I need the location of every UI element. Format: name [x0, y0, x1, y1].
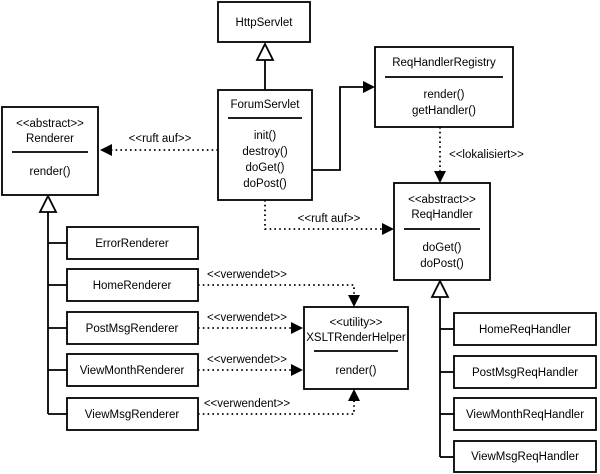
lokalisiert-connector	[434, 127, 446, 183]
lokalisiert-label: <<lokalisiert>>	[449, 149, 524, 161]
arrow-head-icon	[363, 81, 375, 93]
inheritance-triangle-icon	[430, 278, 450, 298]
method: render()	[424, 89, 465, 101]
forum-servlet-extends-http-servlet	[255, 41, 275, 90]
stereotype: <<abstract>>	[408, 194, 476, 206]
class-post-msg-renderer: PostMsgRenderer	[66, 311, 199, 345]
class-home-req-handler: HomeReqHandler	[453, 312, 597, 346]
forum-servlet-uses-registry-connector	[312, 81, 375, 171]
class-view-month-req-handler: ViewMonthReqHandler	[453, 397, 597, 431]
class-name: ReqHandlerRegistry	[392, 57, 496, 69]
class-view-msg-renderer: ViewMsgRenderer	[66, 397, 199, 431]
class-name: ViewMonthReqHandler	[466, 409, 584, 421]
method: doPost()	[243, 178, 287, 190]
class-view-month-renderer: ViewMonthRenderer	[66, 353, 199, 387]
verwendet-home-connector	[198, 284, 360, 307]
verwendent-view-msg-connector	[198, 389, 360, 415]
method: init()	[254, 130, 277, 142]
arrow-head-icon	[100, 144, 112, 156]
class-http-servlet: HttpServlet	[217, 1, 311, 43]
class-name: PostMsgReqHandler	[472, 367, 578, 379]
arrow-head-icon	[434, 171, 446, 183]
method: doGet()	[423, 242, 462, 254]
class-name: ViewMsgReqHandler	[471, 451, 579, 463]
inheritance-triangle-icon	[255, 41, 275, 61]
ruft-auf-renderer-connector	[100, 144, 218, 156]
method: destroy()	[242, 146, 288, 158]
ruft-auf-renderer-label: <<ruft auf>>	[129, 133, 192, 145]
class-name: HomeRenderer	[93, 280, 172, 292]
req-handler-inheritance-tree	[430, 278, 454, 458]
inheritance-triangle-icon	[38, 193, 58, 213]
verwendent-view-msg-label: <<verwendent>>	[204, 398, 291, 410]
arrow-head-icon	[291, 364, 303, 376]
class-view-msg-req-handler: ViewMsgReqHandler	[453, 440, 597, 473]
verwendet-post-msg-connector	[198, 322, 303, 334]
class-name: ViewMonthRenderer	[80, 365, 185, 377]
class-name: PostMsgRenderer	[86, 323, 179, 335]
class-name: HomeReqHandler	[479, 324, 571, 336]
class-renderer: <<abstract>> Renderer render()	[1, 106, 99, 196]
verwendet-view-month-connector	[198, 364, 303, 376]
verwendet-view-month-label: <<verwendet>>	[207, 354, 287, 366]
class-name: ViewMsgRenderer	[85, 409, 180, 421]
class-home-renderer: HomeRenderer	[66, 268, 199, 302]
method: render()	[336, 365, 377, 377]
method: doPost()	[420, 258, 464, 270]
arrow-head-icon	[291, 322, 303, 334]
class-forum-servlet: ForumServlet init() destroy() doGet() do…	[217, 89, 313, 201]
class-post-msg-req-handler: PostMsgReqHandler	[453, 355, 597, 389]
class-error-renderer: ErrorRenderer	[66, 226, 199, 260]
verwendet-home-label: <<verwendet>>	[207, 269, 287, 281]
method: render()	[30, 166, 71, 178]
arrow-head-icon	[382, 223, 394, 235]
class-name: ReqHandler	[411, 209, 473, 221]
ruft-auf-req-handler-label: <<ruft auf>>	[298, 213, 361, 225]
class-name: ForumServlet	[230, 99, 300, 111]
class-req-handler: <<abstract>> ReqHandler doGet() doPost()	[393, 182, 491, 281]
class-name: HttpServlet	[236, 17, 294, 29]
ruft-auf-req-handler-connector	[264, 200, 394, 235]
class-name: Renderer	[26, 133, 74, 145]
class-xslt-render-helper: <<utility>> XSLTRenderHelper render()	[303, 306, 409, 390]
stereotype: <<utility>>	[329, 317, 382, 329]
method: doGet()	[246, 162, 285, 174]
verwendet-post-msg-label: <<verwendet>>	[207, 312, 287, 324]
arrow-head-icon	[348, 295, 360, 307]
class-name: ErrorRenderer	[95, 238, 169, 250]
class-name: XSLTRenderHelper	[306, 332, 406, 344]
arrow-head-icon	[348, 389, 360, 401]
renderer-inheritance-tree	[38, 193, 67, 415]
class-req-handler-registry: ReqHandlerRegistry render() getHandler()	[374, 46, 514, 128]
stereotype: <<abstract>>	[16, 118, 84, 130]
method: getHandler()	[412, 105, 476, 117]
